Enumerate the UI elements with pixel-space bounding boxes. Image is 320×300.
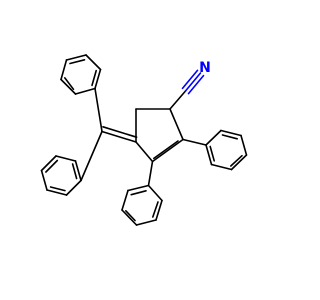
bond bbox=[240, 134, 248, 156]
diphenylmethylidene-linker bbox=[80, 87, 138, 182]
bond bbox=[94, 87, 103, 133]
bond bbox=[40, 155, 57, 172]
aromatic-bond bbox=[45, 159, 59, 173]
molecule-diagram: N bbox=[40, 54, 248, 226]
bond bbox=[74, 87, 96, 95]
double-bond bbox=[102, 126, 138, 138]
aromatic-bond bbox=[125, 210, 136, 222]
bond bbox=[127, 184, 150, 192]
bond bbox=[169, 108, 184, 141]
bond bbox=[151, 138, 184, 163]
aromatic-bond bbox=[152, 201, 159, 218]
bond bbox=[65, 54, 87, 61]
nitrogen-atom-label: N bbox=[199, 60, 211, 76]
bond bbox=[147, 160, 154, 187]
phenyl-ring-bottom bbox=[121, 160, 163, 226]
bond bbox=[60, 59, 68, 81]
bond bbox=[121, 189, 129, 211]
aromatic-bond bbox=[221, 134, 238, 140]
aromatic-bond bbox=[130, 190, 147, 196]
structure-drawing: N bbox=[40, 54, 248, 226]
aromatic-bond bbox=[230, 154, 243, 167]
aromatic-bond bbox=[209, 145, 215, 162]
bond bbox=[40, 169, 48, 191]
aromatic-bond bbox=[64, 77, 75, 91]
triple-bond bbox=[187, 74, 205, 95]
bond bbox=[135, 141, 154, 163]
bond bbox=[55, 155, 77, 162]
triple-bond bbox=[181, 69, 199, 90]
aromatic-bond bbox=[91, 69, 97, 87]
bond bbox=[85, 54, 102, 71]
bond bbox=[65, 179, 82, 196]
phenyl-ring-top-left bbox=[60, 54, 102, 95]
cyclopentene-ring bbox=[135, 108, 184, 163]
bond bbox=[135, 219, 157, 226]
nitrile-group: N bbox=[169, 60, 211, 110]
bond bbox=[220, 129, 242, 137]
aromatic-bond bbox=[49, 186, 66, 192]
aromatic-bond bbox=[71, 163, 78, 180]
triple-bond bbox=[184, 72, 202, 92]
bond bbox=[210, 163, 233, 171]
bond bbox=[80, 130, 103, 182]
bond bbox=[74, 160, 82, 182]
phenyl-ring-right bbox=[182, 129, 248, 171]
bond bbox=[60, 78, 77, 95]
aromatic-bond bbox=[69, 58, 86, 65]
bond bbox=[205, 144, 213, 166]
bond bbox=[121, 209, 138, 226]
double-bond bbox=[101, 130, 137, 143]
double-bond bbox=[153, 140, 179, 160]
bond bbox=[94, 68, 102, 90]
bond bbox=[230, 154, 248, 171]
bond bbox=[155, 199, 163, 221]
phenyl-ring-bottom-left bbox=[40, 155, 82, 196]
bond bbox=[147, 184, 163, 202]
bond bbox=[205, 129, 222, 146]
bond bbox=[169, 90, 187, 110]
bond bbox=[46, 189, 68, 196]
bond bbox=[182, 138, 207, 146]
